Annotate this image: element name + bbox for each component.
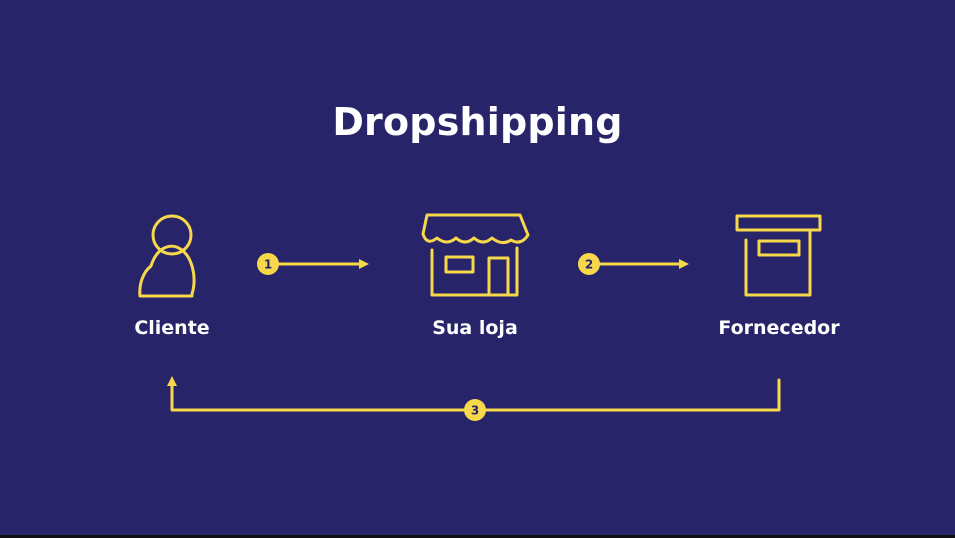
- node-label-fornecedor: Fornecedor: [718, 317, 840, 339]
- arrowhead-1-icon: [359, 259, 369, 269]
- step-2-number: 2: [585, 258, 593, 272]
- step-2-badge: [578, 253, 600, 275]
- storefront-icon: [421, 213, 530, 297]
- arrowhead-3-icon: [167, 376, 177, 386]
- node-label-cliente: Cliente: [134, 317, 210, 339]
- step-3-number: 3: [471, 404, 479, 418]
- node-label-sua-loja: Sua loja: [432, 317, 518, 339]
- step-1-badge: [257, 253, 279, 275]
- box-icon: [735, 214, 822, 297]
- diagram-title: Dropshipping: [332, 100, 623, 144]
- arrowhead-2-icon: [679, 259, 689, 269]
- step-3-badge: [464, 399, 486, 421]
- person-icon: [138, 214, 196, 298]
- step-1-number: 1: [264, 258, 272, 272]
